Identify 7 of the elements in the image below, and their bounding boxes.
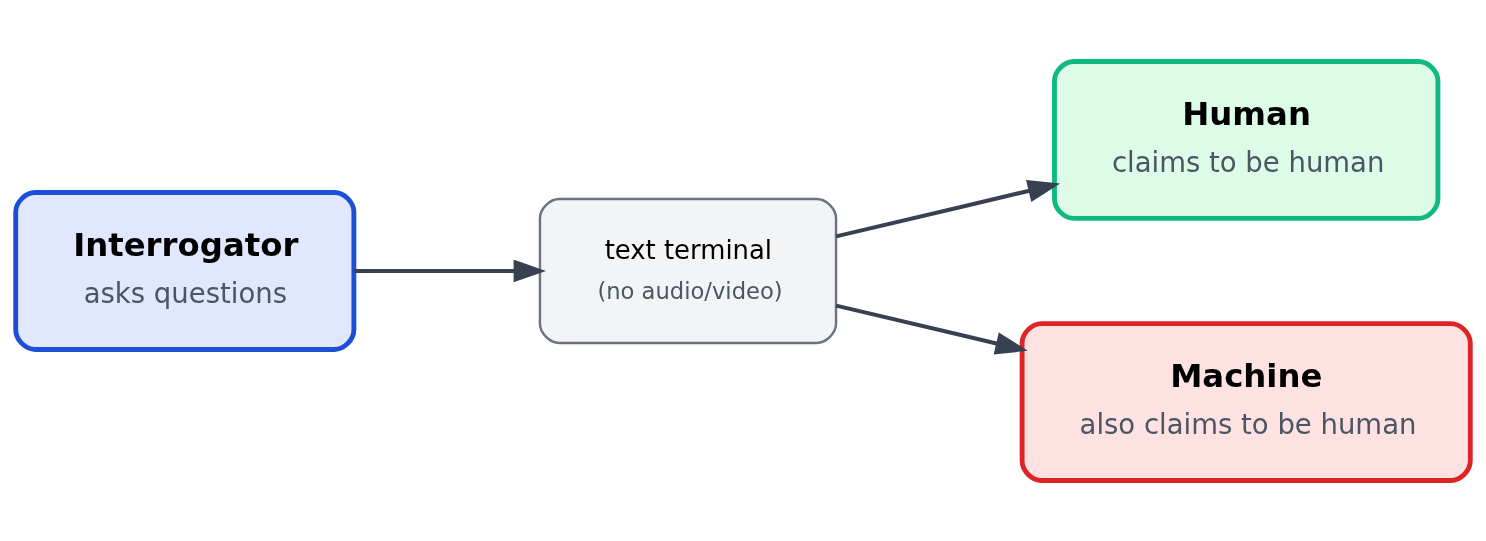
node-box: Interrogator asks questions <box>13 189 357 352</box>
node-box: text terminal (no audio/video) <box>538 197 838 344</box>
node-box: Machine also claims to be human <box>1019 320 1473 483</box>
arrow <box>835 303 1028 354</box>
node-box: Human claims to be human <box>1052 58 1441 221</box>
arrow <box>835 179 1061 238</box>
arrow <box>354 259 546 282</box>
